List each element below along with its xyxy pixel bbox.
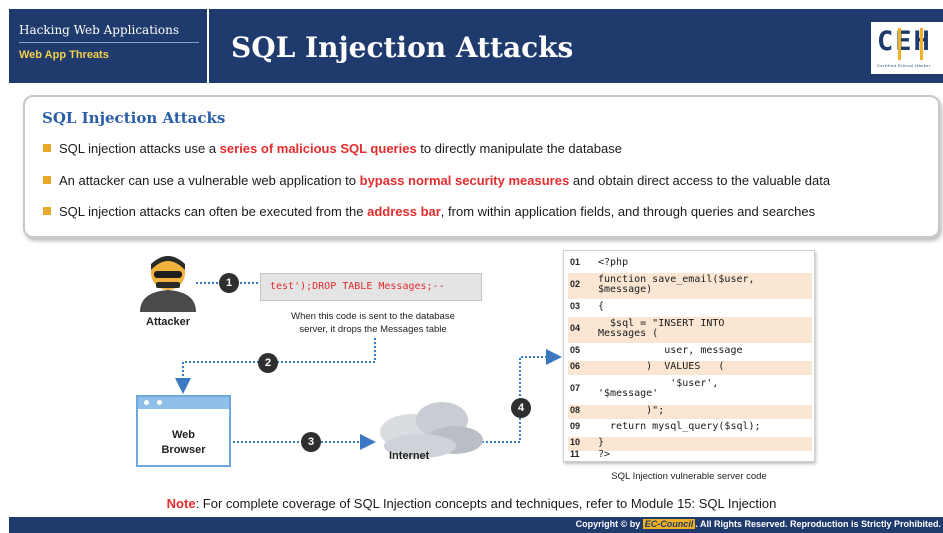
internet-cloud-icon — [380, 402, 483, 458]
bullet-text: SQL injection attacks use a — [59, 141, 220, 156]
line-number: 09 — [570, 421, 581, 431]
caption-line: server, it drops the Messages table — [299, 324, 447, 335]
summary-title: SQL Injection Attacks — [42, 109, 226, 127]
copyright-suffix: . All Rights Reserved. Reproduction is S… — [695, 519, 941, 529]
attacker-label: Attacker — [146, 316, 191, 328]
note-text: : For complete coverage of SQL Injection… — [195, 496, 777, 511]
line-number: 03 — [570, 301, 581, 311]
line-number: 05 — [570, 345, 581, 355]
module-note: Note: For complete coverage of SQL Injec… — [0, 496, 943, 511]
bullet-highlight: bypass normal security measures — [359, 173, 570, 188]
code-line: 09 return mysql_query($sql); — [568, 421, 812, 435]
code-text: } — [598, 437, 605, 448]
code-text: { — [598, 301, 605, 312]
code-text: $sql = "INSERT INTO Messages ( — [598, 318, 725, 339]
code-line: 05 user, message — [568, 345, 812, 359]
summary-box: SQL Injection Attacks SQL injection atta… — [23, 95, 940, 238]
bullet-highlight: series of malicious SQL queries — [219, 141, 417, 156]
bullet-highlight: address bar — [367, 204, 441, 219]
attacker-icon — [140, 256, 196, 312]
line-number: 10 — [570, 437, 581, 447]
browser-dots-icon — [144, 400, 162, 405]
caption-line: When this code is sent to the database — [291, 311, 455, 322]
bullet-text: and obtain direct access to the valuable… — [569, 173, 831, 188]
header-section-title: Hacking Web Applications — [19, 23, 179, 37]
bullet-text: , from within application fields, and th… — [440, 204, 816, 219]
logo-tagline: Certified Ethical Hacker — [877, 63, 931, 68]
code-line: 08 )"; — [568, 405, 812, 419]
slide-header: Hacking Web Applications Web App Threats… — [9, 9, 943, 83]
browser-titlebar — [138, 397, 229, 409]
bullet-square-icon — [43, 207, 51, 215]
code-line: 10 } — [568, 437, 812, 451]
web-browser-icon: Web Browser — [136, 395, 231, 467]
copyright-prefix: Copyright © by — [575, 519, 643, 529]
code-text: user, message — [598, 345, 743, 356]
step-4-badge: 4 — [511, 398, 531, 418]
bullet-text: SQL injection attacks can often be execu… — [59, 204, 368, 219]
logo-bar — [898, 28, 901, 60]
note-label: Note — [166, 496, 196, 511]
bullet-item: An attacker can use a vulnerable web app… — [43, 173, 830, 188]
code-text: return mysql_query($sql); — [598, 421, 761, 432]
code-line: 02 function save_email($user, $message) — [568, 273, 812, 299]
line-number: 01 — [570, 257, 581, 267]
header-subsection: Web App Threats — [19, 49, 109, 61]
diagram-connectors — [140, 256, 562, 458]
line-number: 02 — [570, 279, 581, 289]
connector-line — [175, 338, 376, 394]
code-text: <?php — [598, 257, 629, 268]
page-title: SQL Injection Attacks — [231, 31, 574, 64]
code-text: )"; — [598, 405, 665, 416]
code-line: 04 $sql = "INSERT INTO Messages ( — [568, 317, 812, 343]
bullet-text: to directly manipulate the database — [416, 141, 622, 156]
browser-label-line: Web — [171, 429, 196, 441]
ec-council-brand: EC-Council — [642, 519, 696, 529]
line-number: 06 — [570, 361, 581, 371]
bullet-text: An attacker can use a vulnerable web app… — [59, 173, 360, 188]
copyright-footer: Copyright © by EC-Council. All Rights Re… — [9, 517, 943, 533]
browser-label-line: Browser — [161, 444, 206, 456]
bullet-square-icon — [43, 144, 51, 152]
code-text: '$user', '$message' — [598, 378, 719, 399]
server-code-panel: 01 <?php 02 function save_email($user, $… — [563, 250, 815, 462]
bullet-item: SQL injection attacks use a series of ma… — [43, 141, 622, 156]
browser-label: Web Browser — [138, 428, 229, 458]
injected-code-caption: When this code is sent to the database s… — [268, 310, 478, 336]
bullet-item: SQL injection attacks can often be execu… — [43, 204, 815, 219]
code-line: 07 '$user', '$message' — [568, 377, 812, 403]
bullet-square-icon — [43, 176, 51, 184]
line-number: 07 — [570, 383, 581, 393]
code-text: ?> — [598, 449, 611, 460]
header-divider — [19, 42, 199, 43]
logo-bar — [920, 28, 923, 60]
injected-sql-code: test');DROP TABLE Messages;-- — [260, 273, 482, 301]
header-section-panel: Hacking Web Applications Web App Threats — [9, 9, 209, 83]
copyright-text: Copyright © by EC-Council. All Rights Re… — [576, 519, 941, 529]
code-text: function save_email($user, $message) — [598, 274, 755, 295]
line-number: 11 — [570, 449, 580, 459]
code-line: 03 { — [568, 301, 812, 315]
code-text: ) VALUES ( — [598, 361, 725, 372]
logo-letters: CEH — [877, 26, 932, 57]
sql-injection-diagram: Attacker 1 test');DROP TABLE Messages;--… — [0, 240, 943, 490]
internet-label: Internet — [389, 450, 430, 462]
ceh-logo: CEH Certified Ethical Hacker — [871, 22, 943, 74]
server-code-caption: SQL Injection vulnerable server code — [611, 471, 767, 482]
step-2-badge: 2 — [258, 353, 278, 373]
line-number: 04 — [570, 323, 581, 333]
code-line: 06 ) VALUES ( — [568, 361, 812, 375]
line-number: 08 — [570, 405, 581, 415]
step-1-badge: 1 — [219, 273, 239, 293]
code-line: 01 <?php — [568, 257, 812, 271]
code-line: 11 ?> — [568, 449, 812, 461]
step-3-badge: 3 — [301, 432, 321, 452]
